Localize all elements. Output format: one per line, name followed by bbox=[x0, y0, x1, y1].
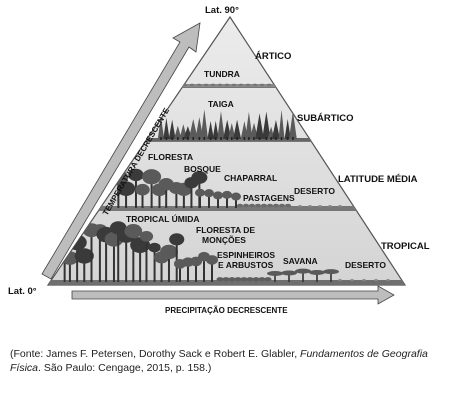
caption-suffix: . São Paulo: Cengage, 2015, p. 158.) bbox=[38, 362, 212, 374]
source-caption: (Fonte: James F. Petersen, Dorothy Sack … bbox=[10, 347, 450, 375]
zone-tropical-label: TROPICAL bbox=[381, 241, 430, 252]
temperature-arrow bbox=[41, 22, 201, 280]
biome-chaparral-label: CHAPARRAL bbox=[224, 173, 277, 183]
biome-floresta-moncoes-label-1: FLORESTA DE bbox=[196, 225, 255, 235]
biome-deserto-trop-label: DESERTO bbox=[345, 260, 386, 270]
precipitation-arrow bbox=[71, 285, 395, 305]
biome-deserto-mid-label: DESERTO bbox=[294, 186, 335, 196]
lat-0-label: Lat. 0° bbox=[8, 286, 37, 297]
lat-90-label: Lat. 90° bbox=[205, 5, 239, 16]
biome-savana-label: SAVANA bbox=[283, 256, 318, 266]
zone-arctic-label: ÁRTICO bbox=[255, 51, 291, 62]
biome-espinheiros-label-1: ESPINHEIROS bbox=[217, 250, 275, 260]
biome-pastagens-label: PASTAGENS bbox=[243, 193, 295, 203]
biome-espinheiros-label-2: E ARBUSTOS bbox=[218, 260, 274, 270]
precipitation-arrow-label: PRECIPITAÇÃO DECRESCENTE bbox=[165, 306, 288, 315]
biome-pyramid-diagram: TEMPERATURA DECRESCENTE PRECIPITAÇÃO DEC… bbox=[8, 5, 430, 315]
zone-mid-latitude-label: LATITUDE MÉDIA bbox=[338, 174, 418, 185]
biome-floresta-moncoes-label-2: MONÇÕES bbox=[202, 235, 246, 245]
biome-floresta-label: FLORESTA bbox=[148, 152, 193, 162]
biome-tropical-umida-label: TROPICAL ÚMIDA bbox=[126, 213, 200, 224]
caption-book-title: Fundamentos de Geografia Física bbox=[10, 348, 428, 374]
caption-prefix: (Fonte: James F. Petersen, Dorothy Sack … bbox=[10, 348, 301, 360]
zone-subarctic-label: SUBÁRTICO bbox=[297, 113, 353, 124]
biome-taiga-label: TAIGA bbox=[208, 99, 234, 109]
biome-bosque-label: BOSQUE bbox=[184, 164, 221, 174]
biome-tundra-label: TUNDRA bbox=[204, 69, 240, 79]
